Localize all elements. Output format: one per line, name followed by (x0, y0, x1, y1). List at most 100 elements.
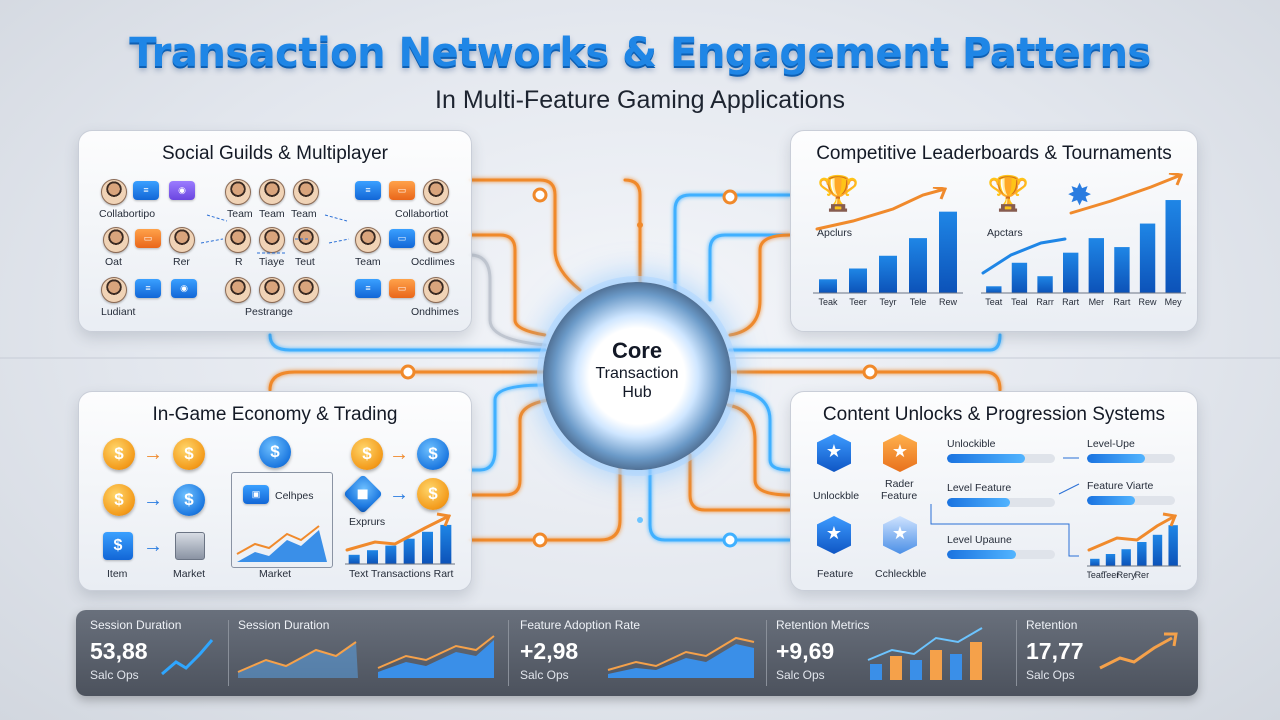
content-panel-title: Content Unlocks & Progression Systems (822, 404, 1166, 425)
chart-tick-label: Rart (1062, 297, 1080, 307)
chart-tick-label: Rart (1113, 297, 1131, 307)
economy-label: Market (173, 568, 206, 580)
chart-bar (939, 211, 957, 293)
social-label: Team (259, 208, 285, 220)
metric-feature-adoption[interactable]: Feature Adoption Rate +2,98 Salc Ops (512, 610, 762, 696)
item-icon: $ (103, 532, 133, 560)
chart-bar (1063, 252, 1079, 293)
chart-tick-label: Teyr (879, 297, 896, 307)
metric-unit: Salc Ops (776, 668, 825, 682)
chart-tick-label: Teer (1102, 570, 1120, 580)
economy-label: Celhpes (275, 490, 314, 502)
chart-tick-label: Teat (1087, 570, 1104, 580)
trophy-icon: 🏆 (817, 175, 860, 213)
metric-area-chart (607, 636, 755, 678)
chart-bar (1139, 223, 1156, 293)
competitive-panel-title: Competitive Leaderboards & Tournaments (816, 143, 1172, 164)
metric-label: Session Duration (238, 618, 330, 632)
gold-coin-icon: $ (173, 438, 205, 470)
social-label: Ondhimes (411, 306, 459, 318)
chart-bar (1114, 247, 1130, 293)
chart-tick-label: Rew (939, 297, 958, 307)
chat-bubble-icon: ◉ (171, 279, 197, 298)
chart-bar (1152, 534, 1163, 566)
gold-coin-icon: $ (351, 438, 383, 470)
metric-value: 17,77 (1026, 638, 1084, 664)
market-icon (175, 532, 205, 560)
metric-label: Feature Adoption Rate (520, 618, 641, 632)
star-badge-icon: ★ (883, 434, 917, 472)
social-guilds-panel[interactable]: Social Guilds & Multiplayer ≡ ◉ ≡ ▭ Coll… (78, 130, 472, 332)
metric-label: Session Duration (90, 618, 182, 632)
metric-trend-sparkline (161, 639, 214, 676)
trend-line (981, 237, 1067, 275)
side-progress-label: Level-Upe (1087, 438, 1135, 450)
core-transaction-hub[interactable] (543, 282, 731, 470)
chart-bar (1168, 525, 1178, 566)
metric-session-duration[interactable]: Session Duration 53,88 Salc Ops (76, 610, 226, 696)
hub-label: Core Transaction Hub (543, 338, 731, 402)
transactions-bar-chart (345, 512, 455, 565)
player-avatar (355, 227, 381, 253)
social-label: Team (355, 256, 381, 268)
chat-bubble-icon: ≡ (133, 181, 159, 200)
social-label: Team (227, 208, 253, 220)
player-avatar (259, 277, 285, 303)
chart-bar (1011, 262, 1028, 293)
metric-unit: Salc Ops (1026, 668, 1075, 682)
content-progression-panel[interactable]: Content Unlocks & Progression Systems ★ … (790, 391, 1198, 591)
chart-bar (1121, 549, 1131, 566)
metric-retention[interactable]: Retention 17,77 Salc Ops (1020, 610, 1196, 696)
chart-bar (986, 286, 1002, 293)
blue-coin-icon: $ (259, 436, 291, 468)
social-label: Teut (295, 256, 315, 268)
chart-tick-label: Teak (818, 297, 838, 307)
economy-trading-panel[interactable]: In-Game Economy & Trading $ → $ $ $ → $ … (78, 391, 472, 591)
metric-bar-sparkline (867, 627, 983, 680)
chart-bar (385, 545, 397, 564)
page-title: Transaction Networks & Engagement Patter… (129, 30, 1151, 76)
social-label: Tiaye (259, 256, 285, 268)
social-label: Rer (173, 256, 190, 268)
market-area-chart (236, 525, 327, 562)
chart-bar (1090, 558, 1100, 566)
player-avatar (293, 179, 319, 205)
metric-session-duration-2[interactable]: Session Duration (232, 610, 502, 696)
chat-bubble-icon: ◉ (169, 181, 195, 200)
hub-label-line1: Core (611, 338, 663, 363)
competitive-leaderboards-panel[interactable]: Competitive Leaderboards & Tournaments 🏆… (790, 130, 1198, 332)
gold-coin-icon: $ (103, 484, 135, 516)
metric-retention-metrics[interactable]: Retention Metrics +9,69 Salc Ops (770, 610, 1010, 696)
chart-tick-label: Mer (1089, 297, 1105, 307)
trend-arrowhead (932, 187, 948, 200)
metric-value: 53,88 (90, 638, 148, 664)
gold-coin-icon: $ (417, 478, 449, 510)
trend-line (815, 187, 947, 231)
chart-bar (1088, 238, 1104, 293)
chart-bar (1165, 200, 1181, 293)
social-label: Ludiant (101, 306, 136, 318)
social-panel-title: Social Guilds & Multiplayer (162, 143, 388, 164)
player-avatar (101, 179, 127, 205)
chat-bubble-icon: ▭ (389, 181, 415, 200)
chart-bar (849, 268, 867, 293)
economy-panel-title: In-Game Economy & Trading (152, 404, 398, 425)
metric-trend-sparkline (1099, 632, 1178, 670)
star-badge-icon: ★ (883, 516, 917, 554)
arrow-right-icon: → (143, 489, 163, 511)
gold-coin-icon: $ (103, 438, 135, 470)
chart-tick-label: Teer (849, 297, 867, 307)
chart-bar (1137, 542, 1147, 566)
chart-bar (403, 538, 415, 564)
chat-bubble-icon: ▭ (389, 229, 415, 248)
trade-box (231, 472, 333, 568)
chat-bubble-icon: ≡ (355, 279, 381, 298)
progression-connectors (930, 457, 1080, 557)
metric-label: Retention (1026, 618, 1078, 632)
progress-label: Level Upaune (947, 534, 1012, 546)
star-badge-icon: ★ (817, 434, 851, 472)
player-avatar (259, 179, 285, 205)
